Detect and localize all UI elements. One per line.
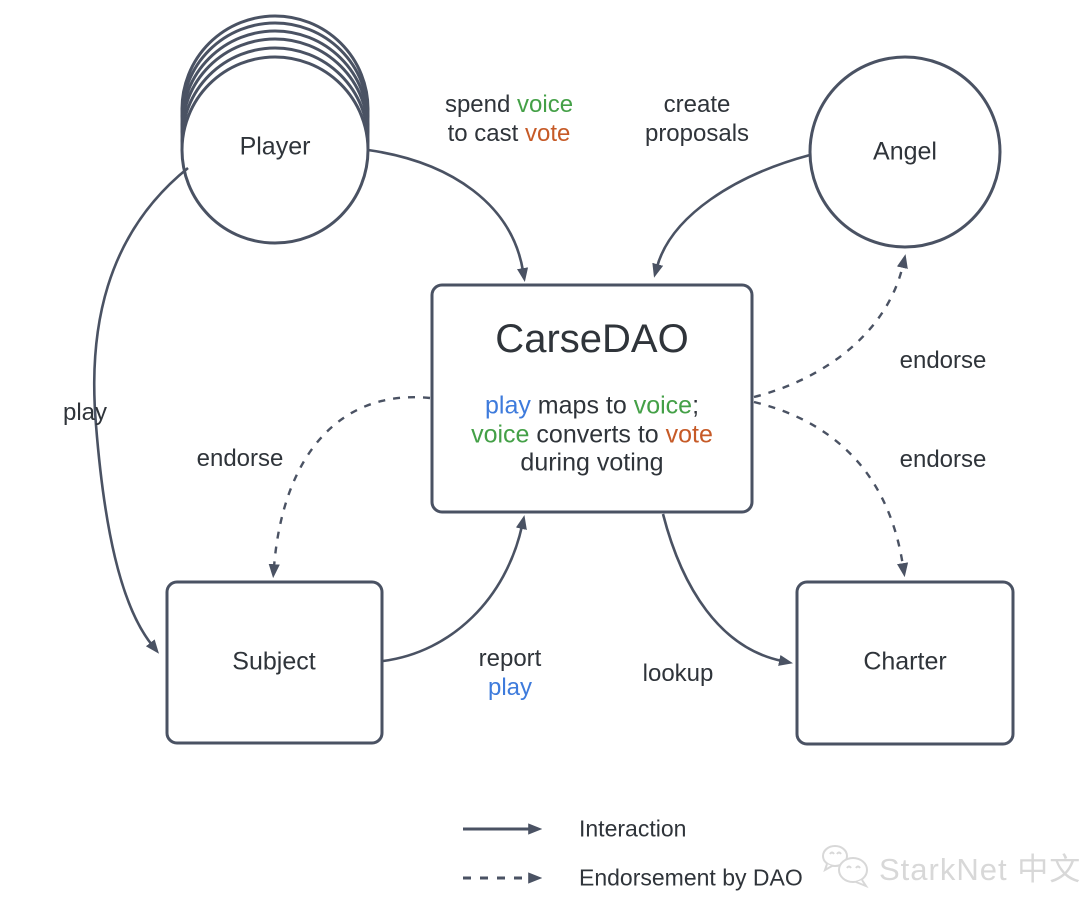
carsedao-body-line1: play maps to voice; bbox=[485, 392, 699, 421]
edge-endorse-angel bbox=[753, 254, 908, 399]
edge-label-create-proposals-line2: proposals bbox=[644, 120, 750, 148]
angel-label: Angel bbox=[873, 137, 937, 166]
token-text: converts to bbox=[529, 420, 666, 449]
edge-label-endorse-charter: endorse bbox=[899, 446, 987, 474]
edge-player-to-subject bbox=[92, 166, 189, 654]
token-voice: voice bbox=[633, 391, 693, 420]
edge-label-report-line2: play bbox=[487, 674, 533, 702]
edge-label-spend-voice-line1: spend voice bbox=[445, 91, 573, 119]
edge-label-spend-voice-line2: to cast vote bbox=[448, 120, 571, 148]
edge-label-report-line1: report bbox=[478, 645, 542, 673]
token-voice: voice bbox=[517, 91, 574, 119]
token-voice: voice bbox=[471, 420, 530, 449]
token-text: spend bbox=[444, 91, 518, 119]
carsedao-body-line3: during voting bbox=[520, 448, 664, 477]
edge-label-endorse-subject: endorse bbox=[196, 445, 284, 473]
token-text: maps to bbox=[530, 391, 634, 420]
carsedao-body-line2: voice converts to vote bbox=[471, 421, 713, 450]
edge-label-endorse-angel: endorse bbox=[899, 347, 987, 375]
token-vote: vote bbox=[665, 420, 713, 449]
token-vote: vote bbox=[525, 120, 571, 148]
edge-label-create-proposals-line1: create bbox=[663, 91, 731, 119]
player-node bbox=[180, 14, 370, 245]
edge-endorse-charter bbox=[753, 400, 909, 578]
token-play: play bbox=[484, 391, 531, 420]
carsedao-title: CarseDAO bbox=[495, 317, 689, 361]
edge-endorse-subject bbox=[268, 395, 431, 579]
edge-carsedao-to-charter bbox=[661, 513, 793, 666]
wechat-icon bbox=[822, 845, 869, 889]
edge-label-lookup: lookup bbox=[642, 660, 714, 688]
watermark-text: StarkNet 中文 bbox=[879, 851, 1080, 887]
edge-subject-to-carsedao bbox=[382, 515, 527, 663]
token-text: to cast bbox=[447, 120, 525, 148]
edge-angel-to-carsedao bbox=[652, 153, 811, 278]
subject-box bbox=[165, 580, 384, 745]
legend-endorsement-label: Endorsement by DAO bbox=[579, 864, 803, 891]
angel-circle bbox=[808, 55, 1002, 249]
player-label: Player bbox=[239, 132, 311, 161]
watermark: StarkNet 中文 bbox=[820, 843, 1080, 889]
legend-interaction-label: Interaction bbox=[579, 815, 687, 842]
subject-label: Subject bbox=[232, 647, 316, 676]
edge-label-play: play bbox=[62, 399, 108, 427]
carsedao-box bbox=[430, 283, 754, 514]
charter-box bbox=[795, 580, 1015, 746]
token-text: ; bbox=[692, 391, 700, 420]
edge-player-to-carsedao bbox=[367, 148, 529, 283]
charter-label: Charter bbox=[863, 647, 947, 676]
